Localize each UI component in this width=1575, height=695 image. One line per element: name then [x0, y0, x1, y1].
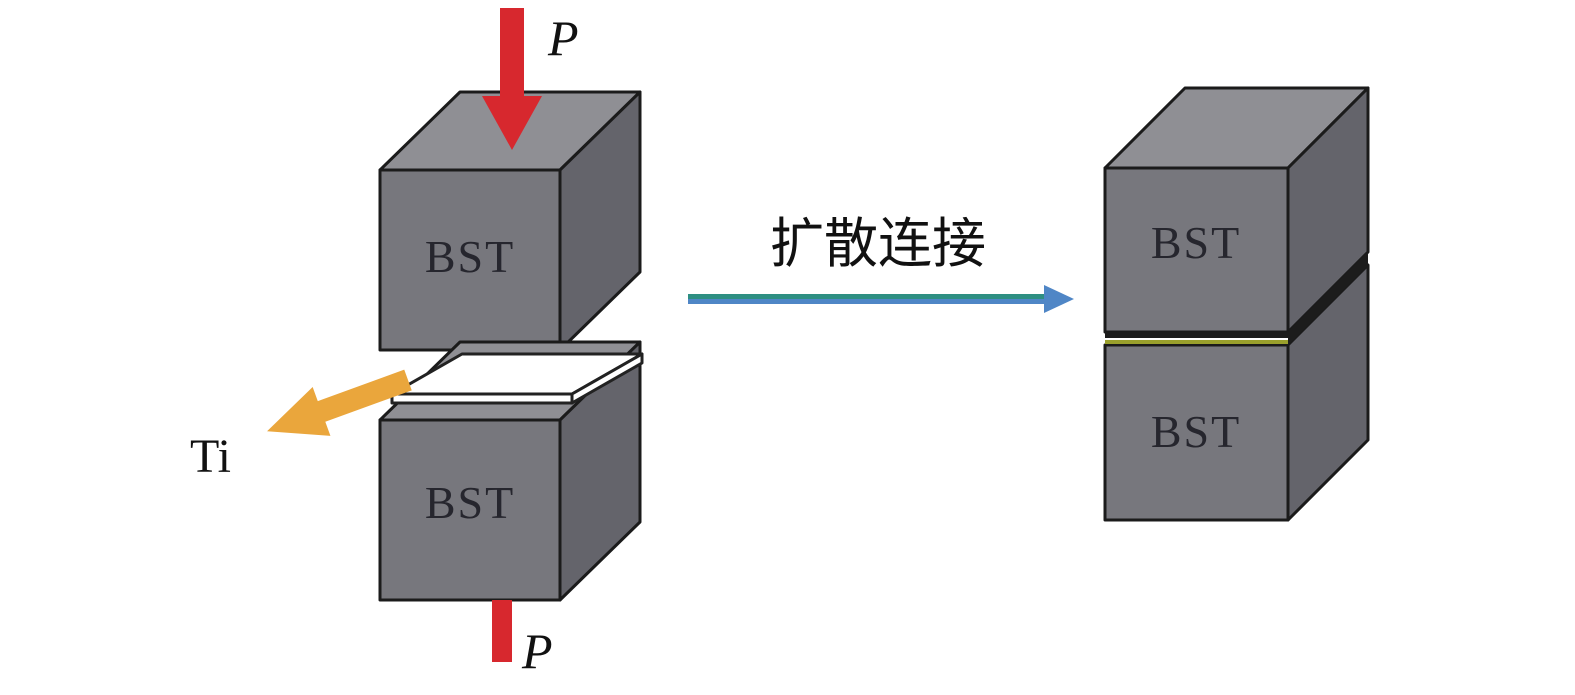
bst-cube-bottom-right: BST [1103, 263, 1370, 522]
process-label: 扩散连接 [770, 214, 986, 274]
cube-front-face [1103, 343, 1290, 522]
foil-right-edge [570, 352, 644, 405]
cube-front-face [378, 418, 562, 602]
bond-seam [1105, 252, 1368, 345]
bst-cube-top-left: BST [378, 90, 642, 352]
bst-label-top-left: BST [425, 231, 515, 282]
bst-label-bottom-right: BST [1151, 406, 1241, 457]
process-arrow-icon [688, 285, 1074, 313]
process-arrow-top-line [688, 294, 1046, 299]
bst-label-bottom-left: BST [425, 477, 515, 528]
bond-seam-side [1288, 252, 1368, 345]
pressure-label-bottom: P [521, 623, 553, 679]
process-arrow-bottom-line [688, 299, 1046, 304]
process-arrow-head [1044, 285, 1074, 313]
ti-label: Ti [190, 430, 231, 483]
ti-arrow-icon [267, 369, 412, 436]
ti-foil [390, 352, 644, 405]
foil-front-edge [390, 392, 574, 405]
pressure-arrow-top-icon [482, 8, 542, 150]
bst-label-top-right: BST [1151, 217, 1241, 268]
pressure-arrow-bottom-icon [492, 600, 512, 662]
pressure-label-top: P [547, 10, 579, 66]
